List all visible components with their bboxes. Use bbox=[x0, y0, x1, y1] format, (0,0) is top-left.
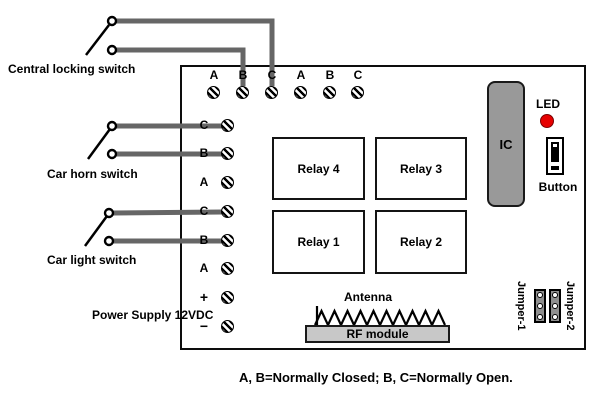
screw-terminal-icon bbox=[207, 86, 220, 99]
led-label: LED bbox=[536, 97, 560, 111]
jumper-pin bbox=[552, 303, 558, 309]
jumper-pin bbox=[552, 314, 558, 320]
jumper-pin bbox=[537, 314, 543, 320]
led-indicator-icon bbox=[540, 114, 554, 128]
relay-2: Relay 2 bbox=[375, 210, 467, 274]
car-light-switch-lever bbox=[83, 215, 109, 247]
top-terminal-label-a1: A bbox=[209, 68, 219, 82]
left-terminal-label-b2: B bbox=[199, 233, 209, 247]
left-terminal-label-c2: C bbox=[199, 204, 209, 218]
jumper-2-label: Jumper-2 bbox=[564, 281, 576, 331]
car-horn-contact-bottom bbox=[106, 148, 118, 160]
screw-terminal-icon bbox=[236, 86, 249, 99]
jumper-pin bbox=[552, 292, 558, 298]
central-locking-switch-label: Central locking switch bbox=[8, 62, 136, 76]
car-horn-switch-label: Car horn switch bbox=[47, 167, 138, 181]
left-terminal-label-minus: − bbox=[199, 318, 209, 334]
left-terminal-label-plus: + bbox=[199, 289, 209, 305]
screw-terminal-icon bbox=[265, 86, 278, 99]
car-light-contact-top bbox=[103, 207, 115, 219]
button-knob bbox=[551, 142, 559, 162]
button-notch bbox=[553, 144, 557, 147]
screw-terminal-icon bbox=[294, 86, 307, 99]
relay-1: Relay 1 bbox=[272, 210, 365, 274]
screw-terminal-icon bbox=[221, 320, 234, 333]
rf-module: RF module bbox=[305, 325, 450, 343]
car-horn-switch-lever bbox=[86, 128, 112, 160]
screw-terminal-icon bbox=[221, 205, 234, 218]
top-terminal-label-b2: B bbox=[325, 68, 335, 82]
left-terminal-label-a1: A bbox=[199, 175, 209, 189]
screw-terminal-icon bbox=[221, 291, 234, 304]
jumper-pin bbox=[537, 292, 543, 298]
ic-chip: IC bbox=[487, 81, 525, 207]
button-label: Button bbox=[538, 180, 578, 194]
top-terminal-label-c2: C bbox=[353, 68, 363, 82]
screw-terminal-icon bbox=[221, 262, 234, 275]
screw-terminal-icon bbox=[221, 234, 234, 247]
diagram-caption: A, B=Normally Closed; B, C=Normally Open… bbox=[239, 370, 513, 385]
central-locking-contact-top bbox=[106, 15, 118, 27]
central-locking-switch-lever bbox=[85, 24, 110, 56]
left-terminal-label-c1: C bbox=[199, 118, 209, 132]
jumper-1-header-icon bbox=[534, 289, 546, 323]
relay-3: Relay 3 bbox=[375, 137, 467, 200]
power-supply-label: Power Supply 12VDC bbox=[92, 308, 214, 322]
jumper-pin bbox=[537, 303, 543, 309]
car-light-contact-bottom bbox=[103, 235, 115, 247]
screw-terminal-icon bbox=[221, 176, 234, 189]
relay-4: Relay 4 bbox=[272, 137, 365, 200]
central-locking-contact-bottom bbox=[106, 44, 118, 56]
top-terminal-label-b1: B bbox=[238, 68, 248, 82]
car-light-switch-label: Car light switch bbox=[47, 253, 137, 267]
car-horn-contact-top bbox=[106, 120, 118, 132]
screw-terminal-icon bbox=[221, 147, 234, 160]
top-terminal-label-c1: C bbox=[267, 68, 277, 82]
screw-terminal-icon bbox=[351, 86, 364, 99]
top-terminal-label-a2: A bbox=[296, 68, 306, 82]
antenna-label: Antenna bbox=[344, 290, 392, 304]
jumper-1-label: Jumper-1 bbox=[515, 281, 527, 331]
jumper-2-header-icon bbox=[549, 289, 561, 323]
left-terminal-label-b1: B bbox=[199, 146, 209, 160]
push-button-icon bbox=[546, 137, 564, 175]
left-terminal-label-a2: A bbox=[199, 261, 209, 275]
screw-terminal-icon bbox=[221, 119, 234, 132]
button-bar bbox=[551, 166, 559, 170]
screw-terminal-icon bbox=[323, 86, 336, 99]
